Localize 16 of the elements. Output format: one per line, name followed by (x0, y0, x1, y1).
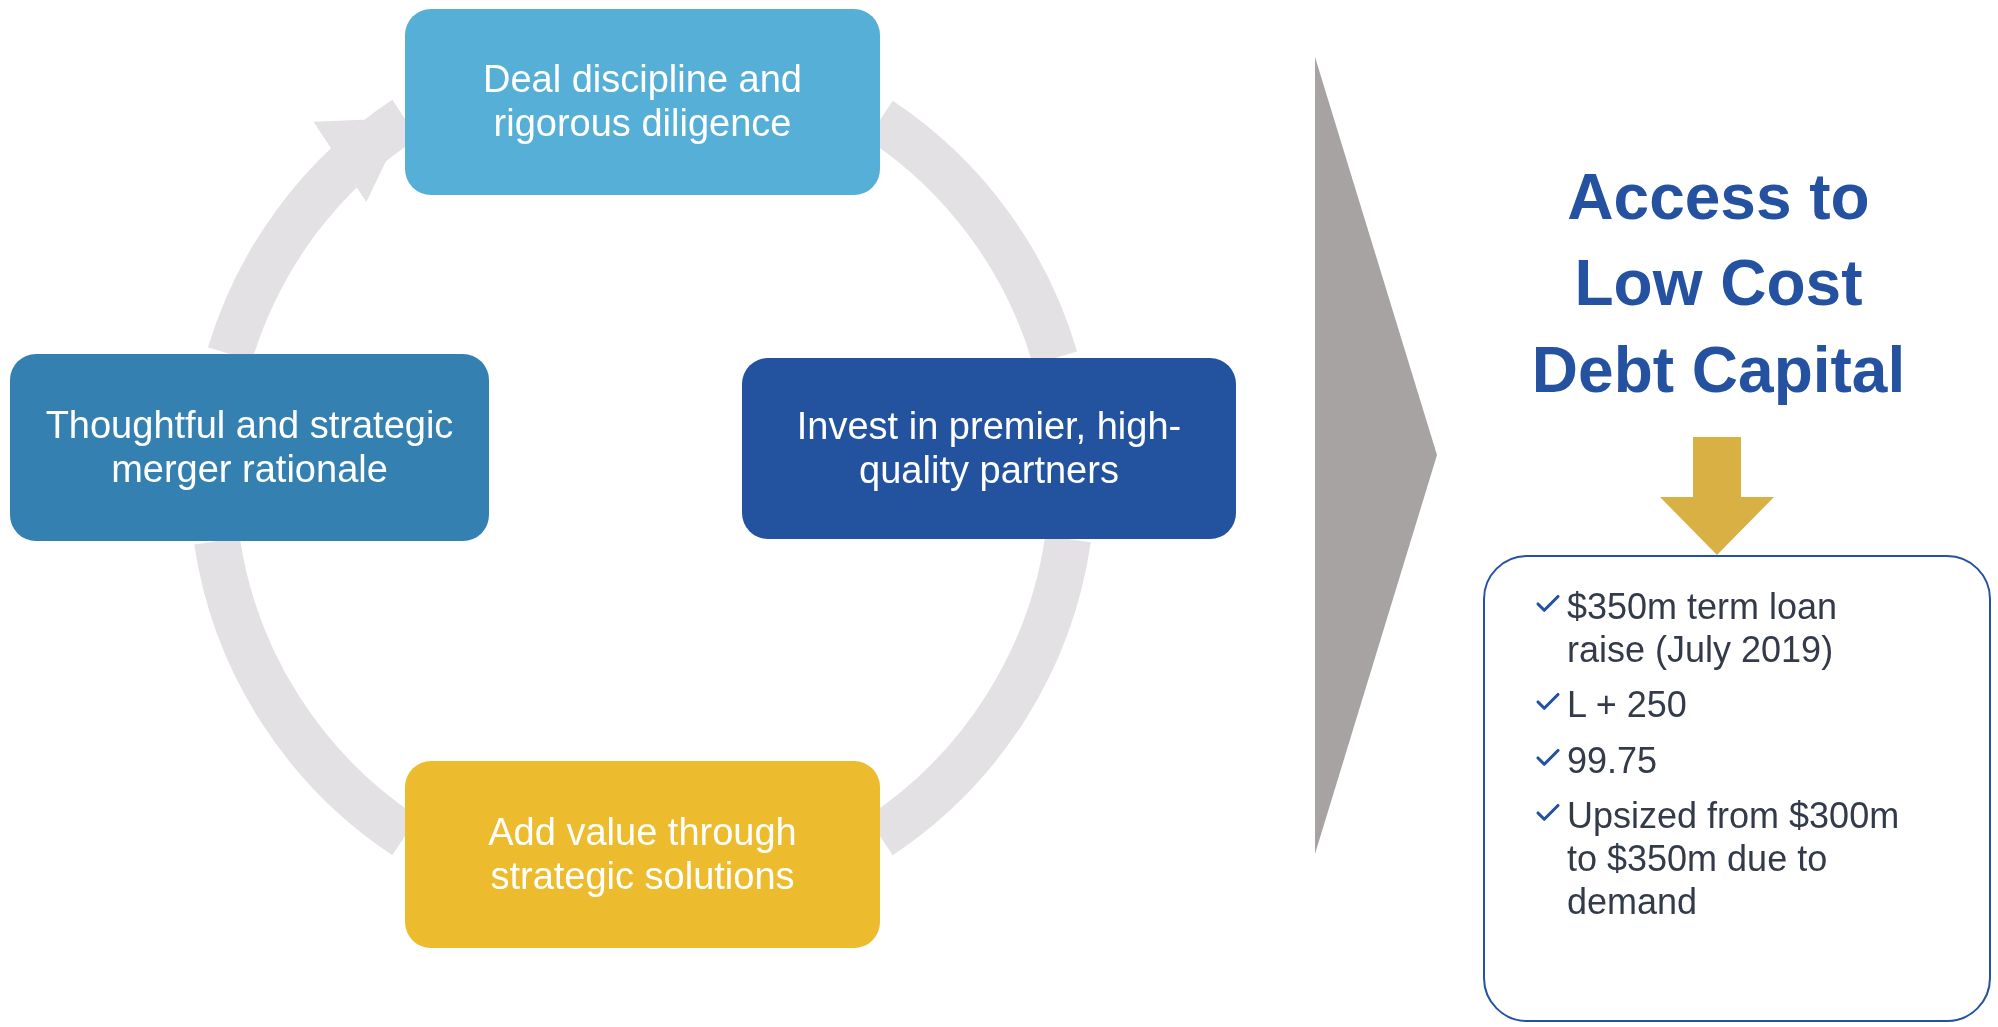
process-box (742, 358, 1236, 539)
bullet-card (1483, 555, 1991, 1022)
bullet-text: 99.75 (1567, 738, 1658, 782)
node-text: Add value through strategic solutions (487, 810, 798, 899)
node-text: Thoughtful and strategic merger rationale (44, 403, 455, 492)
bullet-text: Upsized from $300m to $350m due to demand (1567, 793, 1901, 924)
node-text: Access to Low Cost Debt Capital (1530, 160, 1907, 408)
process-box (405, 761, 880, 948)
node-text: Deal discipline and rigorous diligence (482, 58, 803, 146)
process-box (10, 354, 489, 541)
bullet-text: L + 250 (1567, 683, 1687, 727)
node-text: Invest in premier, high-quality partners (795, 404, 1183, 493)
bullet-text: $350m term loan raise (July 2019) (1567, 585, 1839, 672)
chevron-shape (1315, 57, 1437, 854)
block-arrow (1660, 437, 1774, 555)
process-box (405, 9, 880, 195)
